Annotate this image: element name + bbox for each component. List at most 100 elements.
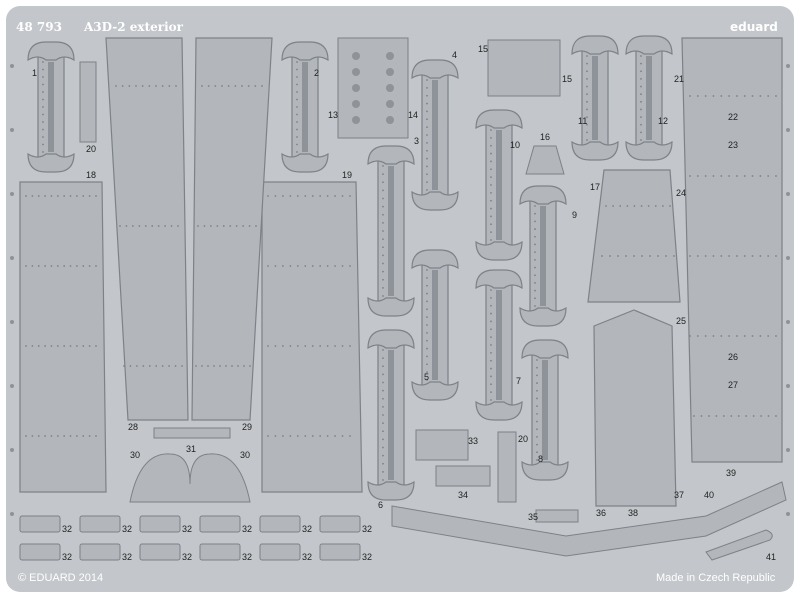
part-number: 32 (302, 552, 313, 562)
set-title: A3D-2 exterior (84, 20, 183, 34)
rivet-dot (743, 175, 746, 177)
rivet-dot (63, 435, 66, 437)
rivet-dot (490, 328, 492, 331)
part-number: 32 (122, 524, 133, 534)
rivet-dot (135, 365, 138, 367)
hinge-part-4-top (411, 59, 459, 80)
rivet-dot (69, 435, 72, 437)
rivet-dot (426, 363, 428, 366)
rivet-dot (282, 195, 284, 197)
strip-part-20 (79, 61, 97, 143)
rivet-dot (767, 255, 770, 257)
rivet-dot (261, 85, 263, 87)
rivet-dot (426, 300, 428, 303)
small-part-32 (199, 543, 241, 561)
rivet-dot (50, 345, 53, 347)
rivet-dot (267, 195, 269, 197)
rivet-dot (42, 83, 44, 86)
rivet-dot (490, 399, 492, 401)
sprue-nub (10, 384, 14, 388)
rivet-dot (274, 195, 277, 197)
rivet-dot (31, 435, 34, 437)
rivet-dot (696, 175, 699, 177)
rivet-dot (536, 359, 538, 361)
rivet-dot (382, 278, 384, 281)
part-number: 37 (674, 490, 685, 500)
rivet-dot (382, 262, 384, 265)
rivet-dot (490, 152, 492, 155)
rivet-dot (282, 345, 284, 347)
rivet-dot (382, 254, 384, 257)
hole (352, 116, 360, 124)
rivet-dot (586, 139, 588, 141)
rivet-dot (490, 320, 492, 323)
rivet-dot (142, 365, 145, 367)
rivet-dot (640, 205, 643, 207)
rivet-dot (534, 205, 536, 207)
rivet-dot (334, 195, 336, 197)
hinge-part-2-slot (302, 62, 308, 152)
part-number: 20 (86, 144, 97, 154)
small-part-32 (19, 543, 61, 561)
rivet-dot (490, 231, 492, 234)
rivet-dot (195, 365, 197, 367)
rivet-dot (42, 143, 44, 146)
rivet-dot (44, 265, 46, 267)
rivet-dot (534, 228, 536, 230)
part-number: 10 (510, 140, 521, 150)
hole (352, 84, 360, 92)
hinge-part-11-bottom (571, 140, 619, 161)
rivet-dot (382, 365, 384, 368)
rivet-dot (95, 345, 97, 347)
rivet-dot (536, 420, 538, 423)
rivet-dot (743, 335, 746, 337)
rivet-dot (490, 383, 492, 386)
rivet-dot (69, 345, 72, 347)
rivet-dot (304, 195, 307, 197)
rivet-dot (222, 225, 225, 227)
part-number: 32 (242, 552, 253, 562)
rivet-dot (426, 102, 428, 105)
rivet-dot (82, 435, 85, 437)
rivet-dot (700, 415, 703, 417)
rivet-dot (728, 335, 730, 337)
part-number: 25 (676, 316, 687, 326)
rivet-dot (88, 195, 91, 197)
rivet-dot (144, 225, 147, 227)
part-number: 21 (674, 74, 685, 84)
rivet-dot (767, 415, 770, 417)
rivet-dot (382, 397, 384, 400)
rivet-dot (490, 136, 492, 139)
hinge-part-9-bottom (519, 306, 567, 327)
rivet-dot (138, 225, 141, 227)
rivet-dot (536, 397, 538, 400)
rivet-dot (25, 265, 27, 267)
part-number: 39 (726, 468, 737, 478)
rivet-dot (657, 255, 659, 257)
rivet-dot (426, 181, 428, 184)
part-number: 22 (728, 112, 739, 122)
rivet-dot (534, 282, 536, 284)
hole (386, 100, 394, 108)
rivet-dot (612, 205, 615, 207)
hinge-part-5-slot (432, 270, 438, 380)
rivet-dot (536, 443, 538, 446)
rivet-dot (689, 175, 691, 177)
part-number: 24 (676, 188, 687, 198)
rivet-dot (382, 414, 384, 416)
rivet-dot (490, 184, 492, 186)
sprue-nub (10, 448, 14, 452)
rivet-dot (654, 205, 657, 207)
rivet-dot (296, 143, 298, 146)
rivet-dot (490, 176, 492, 179)
rivet-dot (234, 85, 237, 87)
rivet-dot (201, 85, 203, 87)
rivet-dot (203, 225, 206, 227)
part-number: 41 (766, 552, 777, 562)
rivet-dot (382, 438, 384, 441)
rivet-dot (201, 365, 203, 367)
rivet-dot (382, 422, 384, 425)
rivet-dot (536, 428, 538, 431)
rivet-dot (267, 265, 269, 267)
rivet-dot (649, 255, 651, 257)
